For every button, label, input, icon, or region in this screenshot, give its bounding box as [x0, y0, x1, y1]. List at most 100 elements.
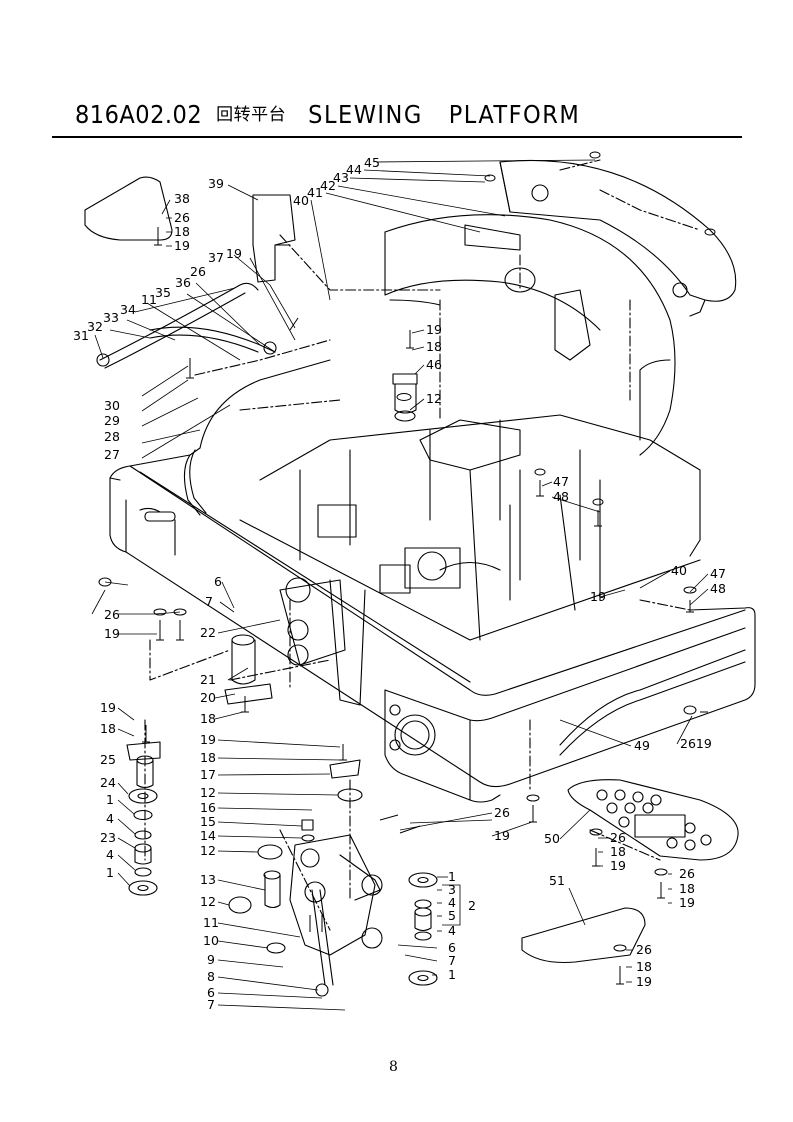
- callout-2: 2: [468, 898, 476, 913]
- callout-1: 1: [106, 865, 114, 880]
- callout-14: 14: [200, 828, 216, 843]
- callout-46: 46: [426, 357, 442, 372]
- bolt-glyphs: [98, 151, 716, 985]
- callout-27: 27: [104, 447, 120, 462]
- callout-18: 18: [200, 711, 216, 726]
- callout-6: 6: [448, 940, 456, 955]
- callout-26: 26: [679, 866, 695, 881]
- callout-26: 26: [104, 607, 120, 622]
- callout-11: 11: [203, 915, 219, 930]
- callout-6: 6: [214, 574, 222, 589]
- callout-37: 37: [208, 250, 224, 265]
- callout-18: 18: [636, 959, 652, 974]
- callout-45: 45: [364, 155, 380, 170]
- callout-1: 1: [106, 792, 114, 807]
- callout-38: 38: [174, 191, 190, 206]
- callout-17: 17: [200, 767, 216, 782]
- callout-19: 19: [610, 858, 626, 873]
- callout-18: 18: [610, 844, 626, 859]
- callout-21: 21: [200, 672, 216, 687]
- callout-30: 30: [104, 398, 120, 413]
- callout-23: 23: [100, 830, 116, 845]
- callout-49: 49: [634, 738, 650, 753]
- callout-19: 19: [494, 828, 510, 843]
- callout-7: 7: [207, 997, 215, 1012]
- platform-line-art: [84, 159, 756, 997]
- callout-48: 48: [553, 489, 569, 504]
- callout-leaders: [91, 159, 709, 1011]
- callout-18: 18: [174, 224, 190, 239]
- title-chinese: 回转平台: [216, 105, 287, 125]
- callout-4: 4: [106, 811, 114, 826]
- callout-15: 15: [200, 814, 216, 829]
- header-rule: [52, 136, 742, 138]
- callout-28: 28: [104, 429, 120, 444]
- callout-33: 33: [103, 310, 119, 325]
- callout-36: 36: [175, 275, 191, 290]
- callout-12: 12: [200, 894, 216, 909]
- callout-40: 40: [671, 563, 687, 578]
- callout-19: 19: [104, 626, 120, 641]
- callout-13: 13: [200, 872, 216, 887]
- callout-40: 40: [293, 193, 309, 208]
- callout-3: 3: [448, 882, 456, 897]
- callout-18: 18: [679, 881, 695, 896]
- callout-47: 47: [710, 566, 726, 581]
- callout-19: 19: [200, 732, 216, 747]
- callout-43: 43: [333, 170, 349, 185]
- callout-labels: 45 44 43 42 41 40 39 38 26 18 19 37 19 2…: [73, 155, 726, 1012]
- callout-39: 39: [208, 176, 224, 191]
- callout-18: 18: [100, 721, 116, 736]
- title-english: SLEWING PLATFORM: [308, 100, 581, 129]
- callout-47: 47: [553, 474, 569, 489]
- callout-7: 7: [205, 594, 213, 609]
- callout-50: 50: [544, 831, 560, 846]
- callout-12: 12: [426, 391, 442, 406]
- callout-22: 22: [200, 625, 216, 640]
- callout-9: 9: [207, 952, 215, 967]
- callout-19: 19: [426, 322, 442, 337]
- part-code: 816A02.02: [75, 100, 203, 129]
- callout-2619: 2619: [680, 736, 712, 751]
- callout-16: 16: [200, 800, 216, 815]
- callout-35: 35: [155, 285, 171, 300]
- callout-19: 19: [636, 974, 652, 989]
- callout-20: 20: [200, 690, 216, 705]
- callout-26: 26: [190, 264, 206, 279]
- callout-48: 48: [710, 581, 726, 596]
- callout-18: 18: [426, 339, 442, 354]
- callout-12: 12: [200, 785, 216, 800]
- callout-19: 19: [174, 238, 190, 253]
- callout-5: 5: [448, 908, 456, 923]
- callout-19: 19: [226, 246, 242, 261]
- callout-1: 1: [448, 869, 456, 884]
- callout-19: 19: [590, 589, 606, 604]
- callout-4: 4: [448, 895, 456, 910]
- callout-8: 8: [207, 969, 215, 984]
- callout-26: 26: [494, 805, 510, 820]
- callout-10: 10: [203, 933, 219, 948]
- callout-44: 44: [346, 162, 362, 177]
- callout-29: 29: [104, 413, 120, 428]
- callout-31: 31: [73, 328, 89, 343]
- callout-41: 41: [307, 185, 323, 200]
- callout-51: 51: [549, 873, 565, 888]
- callout-42: 42: [320, 178, 336, 193]
- callout-25: 25: [100, 752, 116, 767]
- callout-7: 7: [448, 953, 456, 968]
- callout-18: 18: [200, 750, 216, 765]
- callout-6: 6: [207, 985, 215, 1000]
- callout-19: 19: [100, 700, 116, 715]
- callout-4: 4: [106, 847, 114, 862]
- callout-19: 19: [679, 895, 695, 910]
- callout-26: 26: [636, 942, 652, 957]
- callout-34: 34: [120, 302, 136, 317]
- callout-4: 4: [448, 923, 456, 938]
- page-number: 8: [389, 1059, 398, 1075]
- page-title: 816A02.02 回转平台 SLEWING PLATFORM: [75, 100, 580, 134]
- callout-26: 26: [610, 830, 626, 845]
- callout-11: 11: [141, 292, 157, 307]
- callout-1: 1: [448, 967, 456, 982]
- callout-32: 32: [87, 319, 103, 334]
